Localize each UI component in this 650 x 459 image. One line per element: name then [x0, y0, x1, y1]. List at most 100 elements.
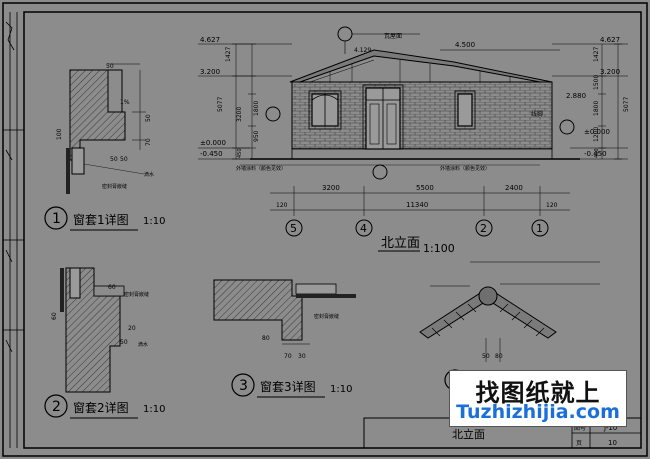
- svg-text:70: 70: [145, 138, 152, 146]
- svg-text:1%: 1%: [120, 99, 130, 106]
- detail-1: 50 1% 50 70 100 50 50 滴水 密封膏嵌缝 1 窗套1详图 1…: [44, 63, 165, 231]
- binding-strip: [3, 12, 24, 448]
- svg-text:滴水: 滴水: [138, 341, 148, 348]
- svg-text:密封膏嵌缝: 密封膏嵌缝: [102, 183, 127, 190]
- left-level-marks: 4.627 3.200 ±0.000 -0.450: [198, 36, 292, 160]
- watermark-url: Tuzhizhijia.com: [456, 401, 620, 423]
- svg-text:2.880: 2.880: [566, 92, 586, 100]
- plinth: [291, 148, 553, 160]
- right-dim-1200: 1200: [593, 127, 600, 142]
- roof-tiles: [299, 55, 541, 83]
- main-scale: 1:100: [423, 242, 455, 255]
- material-note-right: 外墙涂料（颜色见效）: [440, 165, 490, 172]
- roof-profile: [289, 49, 553, 83]
- left-dim-950: 950: [253, 130, 260, 142]
- detail-2: 60 20 50 60 密封膏嵌缝 滴水 2 窗套2详图 1:10: [44, 267, 165, 419]
- title-block-label: 页: [576, 440, 582, 447]
- dim-3200: 3200: [322, 184, 340, 192]
- door-center: [362, 84, 404, 150]
- title-block: 北立面 图号 J-10 页 10: [363, 417, 642, 449]
- ridge-level-label: 4.129: [354, 47, 371, 54]
- svg-text:70: 70: [284, 353, 292, 360]
- right-level-marks: 4.627 3.200 2.880 ±0.000 -0.450: [552, 36, 628, 160]
- title-block-label: 图号: [574, 425, 586, 432]
- right-dim-1800: 1800: [593, 101, 600, 116]
- watermark-badge: 找图纸就上 Tuzhizhijia.com: [449, 370, 627, 427]
- svg-text:3.200: 3.200: [200, 68, 220, 76]
- material-note-left: 外墙涂料（颜色见效）: [236, 165, 286, 172]
- svg-text:50: 50: [120, 156, 128, 163]
- right-dimension-chain: [598, 43, 622, 160]
- svg-text:60: 60: [51, 312, 58, 320]
- dim-2400: 2400: [505, 184, 523, 192]
- title-block-value: 10: [608, 439, 617, 447]
- roof-callout-circle: [337, 26, 353, 42]
- svg-text:4.627: 4.627: [200, 36, 220, 44]
- left-dim-1800: 1800: [253, 101, 260, 116]
- svg-text:50: 50: [106, 63, 114, 70]
- detail-2-title: 窗套2详图: [73, 400, 129, 415]
- svg-text:80: 80: [262, 335, 270, 342]
- title-block-value: J-10: [603, 424, 617, 432]
- detail-3: 70 30 80 密封膏嵌缝 3 窗套3详图 1:10: [213, 279, 356, 398]
- detail-2-number: 2: [52, 399, 61, 415]
- roof-callout-label: 瓦屋面: [384, 33, 402, 40]
- cornice-note: 线脚: [531, 110, 543, 118]
- left-dimension-chain: [232, 43, 256, 160]
- window-left: [308, 90, 342, 130]
- detail-1-number: 1: [52, 211, 61, 227]
- detail-1-scale: 1:10: [143, 216, 165, 227]
- svg-text:20: 20: [128, 325, 136, 332]
- main-title: 北立面: [381, 236, 420, 251]
- left-dim-1427: 1427: [225, 47, 232, 62]
- svg-text:50: 50: [482, 353, 490, 360]
- axis-label: 4: [360, 222, 367, 235]
- svg-text:3.200: 3.200: [600, 68, 620, 76]
- wall-callout-1: [559, 119, 575, 135]
- svg-text:4.627: 4.627: [600, 36, 620, 44]
- detail-2-scale: 1:10: [143, 404, 165, 415]
- svg-text:滴水: 滴水: [144, 171, 154, 178]
- svg-text:-0.450: -0.450: [200, 150, 223, 158]
- detail-3-title: 窗套3详图: [260, 379, 316, 394]
- title-block-name: 北立面: [452, 427, 485, 441]
- dim-5500: 5500: [416, 184, 434, 192]
- svg-text:密封膏嵌缝: 密封膏嵌缝: [124, 291, 149, 298]
- axis-label: 2: [480, 222, 487, 235]
- dim-edge-right: 120: [546, 202, 558, 209]
- watermark-chinese: 找图纸就上: [475, 379, 601, 407]
- bottom-dimension-lines: [270, 186, 570, 216]
- right-dim-450: 450: [594, 148, 600, 158]
- drawing-frame: [23, 11, 642, 449]
- wall-callout-2: [372, 164, 388, 180]
- detail-3-number: 3: [239, 378, 248, 394]
- window-right: [454, 90, 476, 130]
- left-dim-5077: 5077: [217, 97, 224, 112]
- svg-text:密封膏嵌缝: 密封膏嵌缝: [314, 313, 339, 320]
- svg-text:50: 50: [110, 156, 118, 163]
- north-elevation: 瓦屋面 4.500 4.129 外墙涂料（颜色见效） 外墙涂料（颜色见效） 线脚…: [198, 26, 630, 255]
- left-dim-3200: 3200: [236, 107, 243, 122]
- detail-1-title: 窗套1详图: [73, 212, 129, 227]
- svg-text:100: 100: [56, 128, 63, 140]
- detail-3-scale: 1:10: [330, 384, 352, 395]
- svg-text:50: 50: [145, 114, 152, 122]
- dim-11340: 11340: [406, 201, 428, 209]
- svg-text:60: 60: [108, 284, 116, 291]
- axis-label: 1: [536, 222, 543, 235]
- right-dim-1500: 1500: [593, 75, 600, 90]
- right-dim-1427: 1427: [593, 47, 600, 62]
- axis-label: 5: [290, 222, 297, 235]
- svg-text:50: 50: [120, 339, 128, 346]
- svg-text:80: 80: [495, 353, 503, 360]
- dim-edge-left: 120: [276, 202, 288, 209]
- svg-text:-0.450: -0.450: [584, 150, 607, 158]
- roof-level-label: 4.500: [455, 41, 475, 49]
- left-dim-450: 450: [237, 148, 243, 158]
- wall-callout-3: [265, 106, 281, 122]
- grid-axis-bubbles: 5 4 2 1: [285, 219, 549, 237]
- right-dim-5077: 5077: [623, 97, 630, 112]
- svg-text:±0.000: ±0.000: [584, 128, 610, 136]
